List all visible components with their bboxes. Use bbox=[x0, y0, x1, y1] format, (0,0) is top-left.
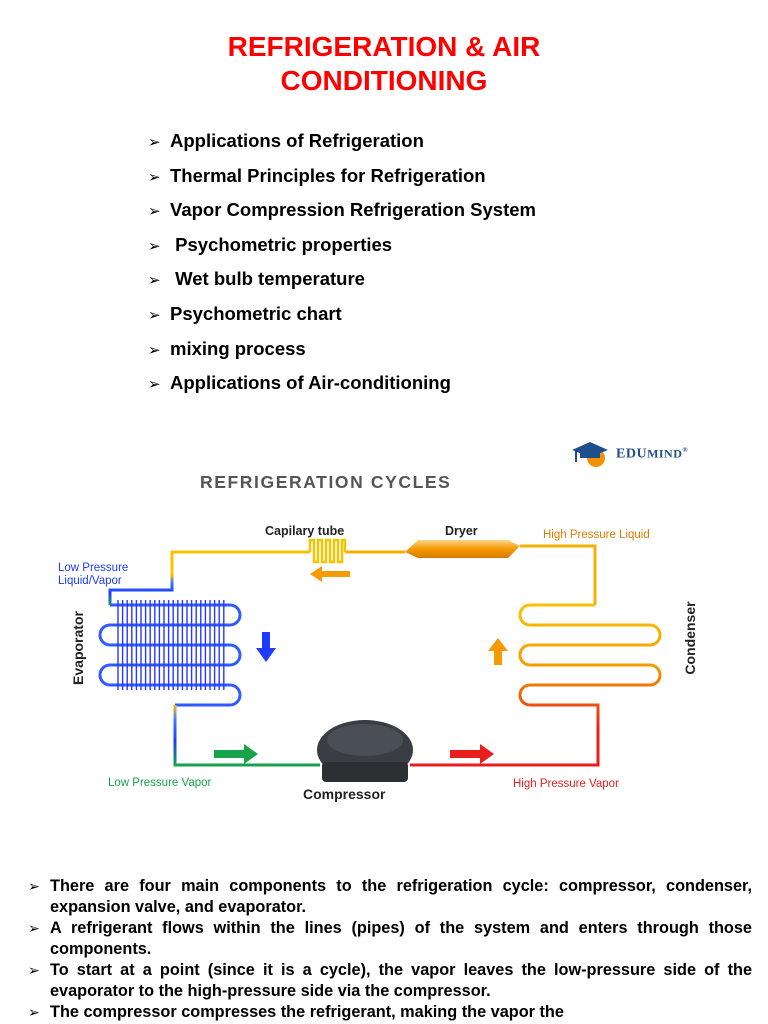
topic-item: ➢ mixing process bbox=[148, 336, 536, 371]
low-pressure-label-line-1: Low Pressure bbox=[58, 562, 128, 574]
topic-label: Applications of Refrigeration bbox=[170, 130, 424, 151]
brand-name: EDUMIND® bbox=[616, 445, 689, 462]
arrow-bullet-icon: ➢ bbox=[28, 1004, 40, 1020]
dryer-label: Dryer bbox=[445, 524, 478, 538]
arrow-bullet-icon: ➢ bbox=[148, 376, 161, 394]
refrigeration-cycle-diagram: Capilary tube Dryer High Pressure Liquid… bbox=[58, 524, 698, 802]
graduation-cap-icon bbox=[572, 442, 608, 467]
topic-item: ➢ Wet bulb temperature bbox=[148, 266, 536, 301]
high-pressure-liquid-label: High Pressure Liquid bbox=[543, 529, 650, 541]
flow-arrow-up-icon bbox=[488, 638, 508, 665]
arrow-bullet-icon: ➢ bbox=[28, 878, 40, 894]
low-pressure-label-line-2: Liquid/Vapor bbox=[58, 575, 122, 587]
flow-arrow-left-icon bbox=[310, 566, 350, 582]
description-text: A refrigerant flows within the lines (pi… bbox=[50, 919, 752, 958]
topic-label: Thermal Principles for Refrigeration bbox=[170, 164, 486, 186]
description-text: The compressor compresses the refrigeran… bbox=[50, 1003, 564, 1021]
edumind-logo: EDUMIND® bbox=[570, 440, 688, 468]
topic-label: Psychometric properties bbox=[170, 233, 393, 255]
pipe-compressor-to-condenser bbox=[410, 730, 600, 767]
arrow-bullet-icon: ➢ bbox=[148, 306, 161, 324]
title-line-2: CONDITIONING bbox=[280, 65, 488, 96]
low-pressure-vapor-label: Low Pressure Vapor bbox=[108, 777, 212, 789]
description-text: There are four main components to the re… bbox=[50, 877, 752, 916]
flow-arrow-right-red-icon bbox=[450, 744, 494, 764]
topic-item: ➢ Psychometric properties bbox=[148, 232, 536, 267]
topic-item: ➢ Thermal Principles for Refrigeration bbox=[148, 163, 536, 198]
capillary-tube-icon bbox=[308, 538, 347, 564]
flow-arrow-right-green-icon bbox=[214, 744, 258, 764]
topic-item: ➢ Applications of Refrigeration bbox=[148, 128, 536, 163]
flow-arrow-down-icon bbox=[256, 632, 276, 662]
pipe-top-left bbox=[170, 550, 310, 575]
capillary-tube-label: Capilary tube bbox=[265, 524, 344, 538]
title-line-1: REFRIGERATION & AIR bbox=[227, 31, 541, 62]
topic-label: Psychometric chart bbox=[170, 302, 342, 324]
topic-item: ➢ Psychometric chart bbox=[148, 301, 536, 336]
topic-label: Vapor Compression Refrigeration System bbox=[170, 199, 536, 221]
pipe-to-evaporator bbox=[108, 575, 174, 605]
description-item: ➢ To start at a point (since it is a cycl… bbox=[28, 960, 752, 1002]
dryer-icon bbox=[405, 540, 520, 558]
description-text: To start at a point (since it is a cycle… bbox=[50, 961, 752, 1000]
description-item: ➢ A refrigerant flows within the lines (p… bbox=[28, 918, 752, 960]
pipe-to-compressor bbox=[173, 705, 320, 767]
arrow-bullet-icon: ➢ bbox=[148, 168, 161, 186]
condenser-coil-icon bbox=[518, 603, 662, 730]
page-title: REFRIGERATION & AIR CONDITIONING bbox=[0, 30, 768, 98]
topic-label: Applications of Air-conditioning bbox=[170, 372, 451, 394]
topic-item: ➢ Vapor Compression Refrigeration System bbox=[148, 197, 536, 232]
topic-label: Wet bulb temperature bbox=[170, 268, 365, 290]
arrow-bullet-icon: ➢ bbox=[148, 203, 161, 221]
compressor-label: Compressor bbox=[303, 786, 386, 802]
arrow-bullet-icon: ➢ bbox=[28, 920, 40, 936]
condenser-label: Condenser bbox=[682, 601, 698, 675]
arrow-bullet-icon: ➢ bbox=[148, 341, 161, 359]
high-pressure-vapor-label: High Pressure Vapor bbox=[513, 778, 619, 790]
topic-label: mixing process bbox=[170, 337, 306, 359]
topic-item: ➢ Applications of Air-conditioning bbox=[148, 370, 536, 405]
arrow-bullet-icon: ➢ bbox=[28, 962, 40, 978]
description-item: ➢ The compressor compresses the refrigera… bbox=[28, 1002, 752, 1023]
evaporator-label: Evaporator bbox=[70, 610, 86, 684]
evaporator-fins bbox=[117, 600, 225, 690]
pipe-top-right bbox=[520, 544, 597, 605]
evaporator-coil-icon bbox=[98, 603, 242, 707]
arrow-bullet-icon: ➢ bbox=[148, 272, 161, 290]
arrow-bullet-icon: ➢ bbox=[148, 134, 161, 151]
topic-list: ➢ Applications of Refrigeration ➢ Thermal … bbox=[148, 128, 536, 405]
description-list: ➢ There are four main components to the r… bbox=[28, 876, 752, 1023]
compressor-icon bbox=[317, 720, 413, 782]
arrow-bullet-icon: ➢ bbox=[148, 237, 161, 255]
diagram-title: REFRIGERATION CYCLES bbox=[200, 472, 452, 492]
description-item: ➢ There are four main components to the r… bbox=[28, 876, 752, 918]
